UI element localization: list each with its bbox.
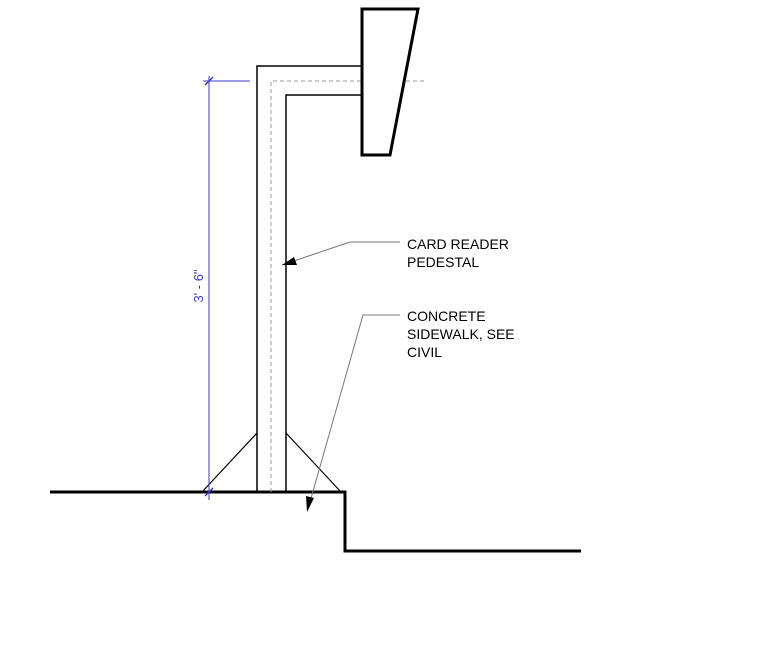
sidewalk-note-line-2: SIDEWALK, SEE <box>407 326 515 342</box>
sidewalk-note-line-3: CIVIL <box>407 344 442 360</box>
sidewalk-leader <box>306 314 400 512</box>
base-gusset-left <box>201 432 258 493</box>
pedestal-note-line-1: CARD READER <box>407 236 509 252</box>
sidewalk-note-line-1: CONCRETE <box>407 308 486 324</box>
pedestal-note-line-2: PEDESTAL <box>407 254 479 270</box>
pedestal-leader-line <box>281 241 400 266</box>
pedestal-inner-outline <box>285 94 362 492</box>
pedestal-note: CARD READER PEDESTAL <box>407 236 513 270</box>
pedestal-leader-arrowhead <box>282 257 297 265</box>
card-reader-head <box>360 7 420 157</box>
pedestal-outer-outline <box>256 65 362 492</box>
dimension-tick-bottom <box>204 487 214 497</box>
dimension-label: 3' - 6" <box>191 269 206 302</box>
height-dimension: 3' - 6" <box>191 76 250 500</box>
pedestal-leader <box>281 241 400 266</box>
dimension-tick-top <box>204 76 214 86</box>
pedestal-hidden-line <box>270 80 425 492</box>
sidewalk-profile-line <box>50 490 581 553</box>
sidewalk-leader-line <box>307 314 400 510</box>
sidewalk-leader-arrowhead <box>306 496 314 512</box>
base-gusset-right <box>285 432 342 493</box>
sidewalk-note: CONCRETE SIDEWALK, SEE CIVIL <box>407 308 519 360</box>
